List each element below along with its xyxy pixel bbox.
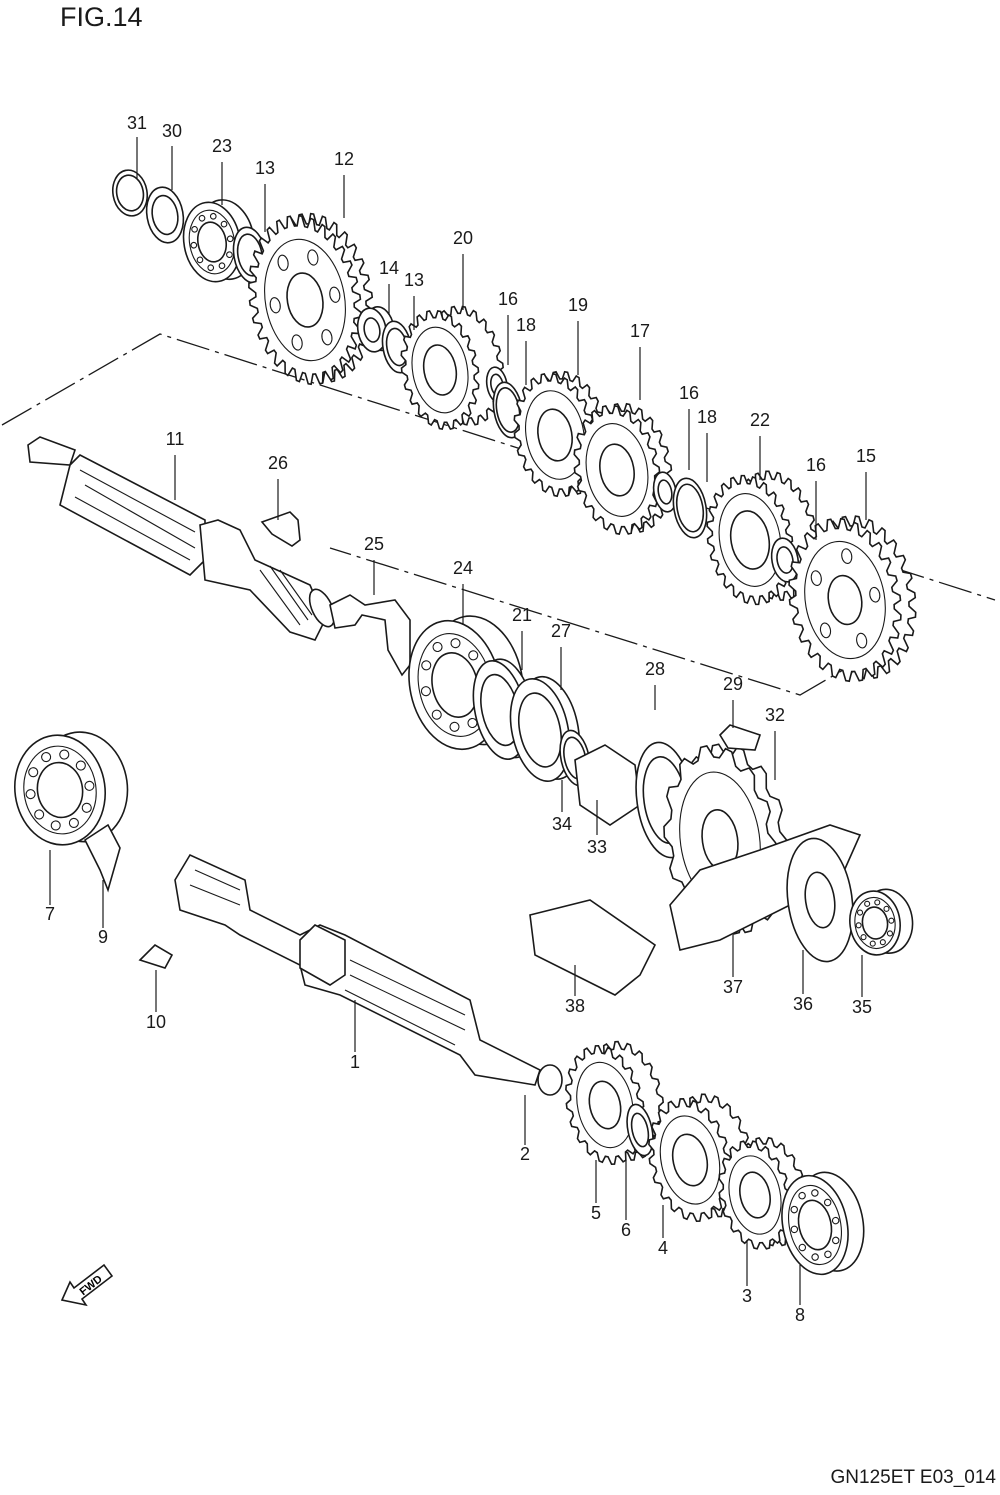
part-label-p26: 26 <box>268 453 288 473</box>
part-label-p28: 28 <box>645 659 665 679</box>
part-label-p5: 5 <box>591 1203 601 1223</box>
bearing-7 <box>13 731 129 846</box>
part-label-p29: 29 <box>723 674 743 694</box>
part-label-p8: 8 <box>795 1305 805 1325</box>
part-label-p9: 9 <box>98 927 108 947</box>
part-label-p15: 15 <box>856 446 876 466</box>
gear-15 <box>788 515 917 683</box>
part-label-p37: 37 <box>723 977 743 997</box>
washer-6 <box>626 1103 654 1157</box>
washer-30 <box>145 186 185 244</box>
chain-joint-38 <box>529 899 657 996</box>
part-label-p13b: 13 <box>404 270 424 290</box>
part-label-p21: 21 <box>512 605 532 625</box>
part-label-p7: 7 <box>45 904 55 924</box>
part-label-p16c: 16 <box>806 455 826 475</box>
part-label-p18b: 18 <box>697 407 717 427</box>
part-label-p31: 31 <box>127 113 147 133</box>
screw-26 <box>260 511 301 547</box>
part-label-p19: 19 <box>568 295 588 315</box>
sleeve-33 <box>574 744 641 826</box>
part-label-p36: 36 <box>793 994 813 1014</box>
part-label-p33: 33 <box>587 837 607 857</box>
spacer-27 <box>509 675 581 782</box>
part-label-p35: 35 <box>852 997 872 1017</box>
bearing-23 <box>182 199 256 283</box>
bearing-retainer-25 <box>329 594 411 677</box>
driveshaft-1 <box>174 853 563 1096</box>
part-label-p12: 12 <box>334 149 354 169</box>
part-label-p20: 20 <box>453 228 473 248</box>
part-label-p23: 23 <box>212 136 232 156</box>
part-label-p16b: 16 <box>679 383 699 403</box>
part-label-p11: 11 <box>166 429 185 449</box>
part-label-p6: 6 <box>621 1220 631 1240</box>
oil-seal-9 <box>83 823 121 893</box>
circlip-18-upper <box>492 381 524 439</box>
bearing-8 <box>781 1171 865 1276</box>
countershaft-11 <box>27 436 336 641</box>
part-label-p27: 27 <box>551 621 571 641</box>
part-label-p13a: 13 <box>255 158 275 178</box>
bushing-14 <box>356 306 395 353</box>
part-label-p18a: 18 <box>516 315 536 335</box>
part-label-p25: 25 <box>364 534 384 554</box>
gear-17 <box>573 402 673 535</box>
part-label-p32: 32 <box>765 705 785 725</box>
part-label-p24: 24 <box>453 558 473 578</box>
part-label-p14: 14 <box>379 258 399 278</box>
washer-16-lower <box>770 537 800 583</box>
bolt-29 <box>718 724 762 751</box>
part-label-p1: 1 <box>350 1052 360 1072</box>
circlip-18-lower <box>672 477 708 539</box>
part-label-p16a: 16 <box>498 289 518 309</box>
part-label-p2: 2 <box>520 1144 530 1164</box>
part-label-p17: 17 <box>630 321 650 341</box>
circlip-31 <box>111 169 149 217</box>
part-label-p4: 4 <box>658 1238 668 1258</box>
part-label-p3: 3 <box>742 1286 752 1306</box>
gear-20 <box>400 305 505 431</box>
part-label-p34: 34 <box>552 814 572 834</box>
gear-12 <box>248 212 374 386</box>
figure-title: FIG.14 <box>60 2 143 32</box>
part-label-p30: 30 <box>162 121 182 141</box>
part-label-p10: 10 <box>146 1012 166 1032</box>
collar-35 <box>849 888 914 956</box>
part-label-p38: 38 <box>565 996 585 1016</box>
part-label-p22: 22 <box>750 410 770 430</box>
sprocket-plate-36 <box>786 837 854 963</box>
fwd-arrow-icon: FWD <box>60 1263 114 1307</box>
screw-10 <box>138 943 174 969</box>
diagram-code: GN125ET E03_014 <box>830 1467 997 1488</box>
